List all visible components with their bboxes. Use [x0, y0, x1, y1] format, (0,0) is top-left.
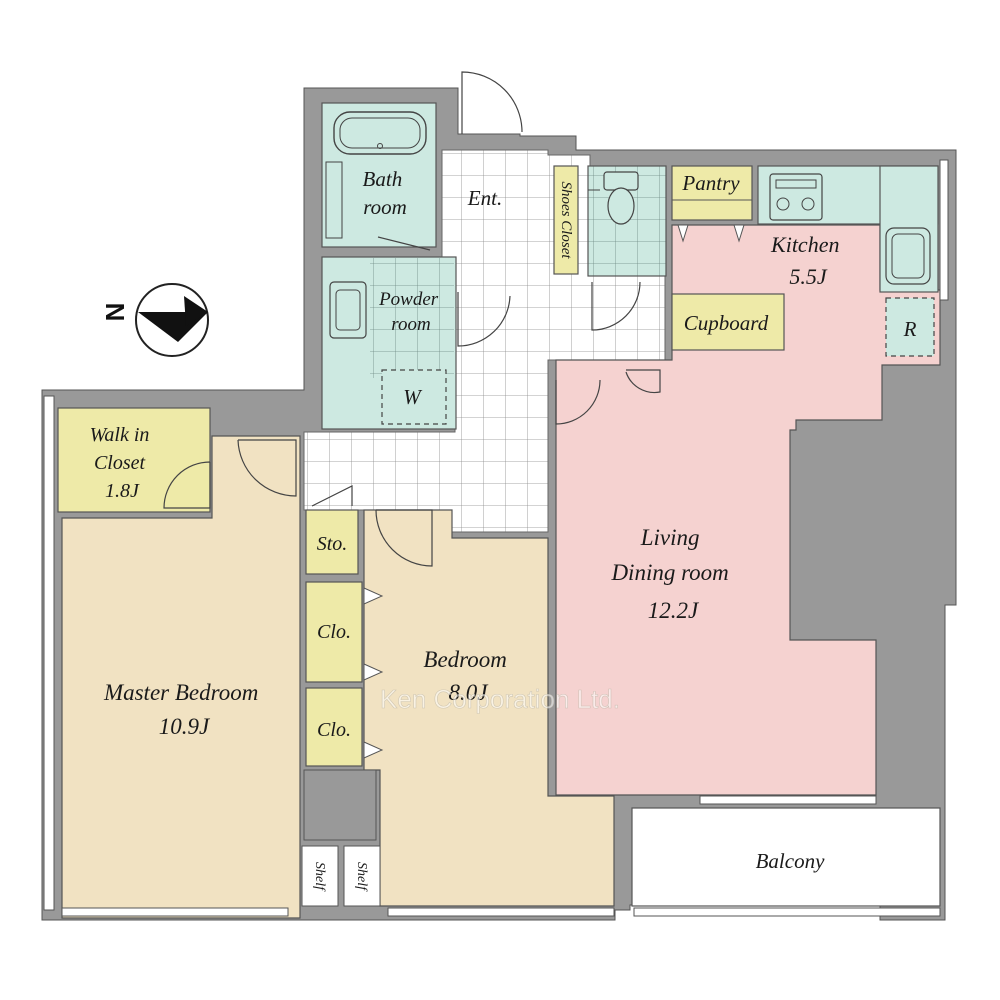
- wic-size: 1.8J: [105, 480, 140, 502]
- kitchen-label: Kitchen: [770, 232, 839, 257]
- living-dining-kitchen: R Kitchen 5.5J Living Dining room 12.2J: [555, 165, 941, 796]
- svg-text:Walk in Closet 1.8: Walk in Closet 1.8J: [90, 424, 155, 502]
- windows: [43, 159, 949, 917]
- bathtub-icon: [333, 111, 427, 155]
- closet-2: [305, 687, 363, 767]
- entrance-label: Ent.: [467, 186, 502, 210]
- shelf-1: [301, 845, 339, 907]
- bath-label-line2: room: [363, 195, 407, 219]
- wic-label-line2: Closet: [94, 452, 146, 474]
- closet-2-label: Clo.: [317, 719, 351, 741]
- master-bedroom: Master Bedroom 10.9J: [61, 435, 301, 919]
- doors: [163, 71, 661, 567]
- kitchen-size: 5.5J: [789, 264, 828, 289]
- shoes-closet: Shoes Closet: [553, 165, 579, 275]
- balcony: Balcony: [631, 807, 941, 907]
- entrance-door: [461, 71, 523, 134]
- storage-label: Sto.: [317, 533, 348, 555]
- living-label-line1: Living: [640, 525, 700, 550]
- closet-1: [305, 581, 363, 683]
- shoes-closet-label: Shoes Closet: [558, 181, 574, 259]
- washing-machine-space: [381, 369, 447, 425]
- living-size: 12.2J: [648, 598, 700, 623]
- pantry-label: Pantry: [681, 171, 740, 195]
- master-bedroom-size: 10.9J: [159, 714, 211, 739]
- svg-text:Powder room: Powder room: [378, 289, 443, 335]
- toilet-icon: [603, 171, 639, 191]
- refrigerator-label: R: [903, 317, 917, 341]
- powder-room: Powder room W: [321, 256, 457, 430]
- cupboard-label: Cupboard: [684, 311, 769, 335]
- watermark: Ken Corporation Ltd.: [380, 684, 620, 714]
- compass-letter: N: [100, 303, 130, 322]
- balcony-label: Balcony: [756, 849, 825, 873]
- closet-1-label: Clo.: [317, 621, 351, 643]
- washbasin-icon: [329, 281, 367, 339]
- master-bedroom-label: Master Bedroom: [103, 680, 258, 705]
- walk-in-closet: Walk in Closet 1.8J: [57, 407, 211, 513]
- compass-north-arrow-icon: N: [100, 283, 209, 357]
- svg-text:Kitchen 5.5J: Kitchen 5.5J: [770, 232, 845, 289]
- svg-text:Master Bedroom 10.9J: Master Bedroom 10.9J: [103, 680, 264, 739]
- svg-text:Bedroom 8.0J: Bedroom 8.0J: [423, 647, 512, 705]
- pantry: Pantry: [671, 165, 753, 243]
- stove-icon: [769, 173, 823, 221]
- bedroom-label: Bedroom: [423, 647, 506, 672]
- storage-closet: [305, 509, 359, 575]
- powder-label-line1: Powder: [378, 289, 439, 310]
- bath-label-line1: Bath: [363, 167, 403, 191]
- washer-label: W: [403, 385, 423, 409]
- svg-text:Bath room: Bath room: [363, 167, 408, 219]
- living-label-line2: Dining room: [610, 560, 728, 585]
- shelf-1-label: Shelf: [312, 862, 327, 892]
- bedroom-size: 8.0J: [449, 680, 490, 705]
- shelf-2-label: Shelf: [354, 862, 369, 892]
- refrigerator-space: [885, 297, 935, 357]
- svg-text:Living Dining room: Living Dining room 12.2J: [610, 525, 734, 623]
- bath-room: Bath room: [321, 102, 437, 248]
- shelf-2: [343, 845, 381, 907]
- wic-label-line1: Walk in: [90, 424, 150, 446]
- toilet-room: [587, 165, 667, 277]
- powder-label-line2: room: [391, 314, 430, 335]
- storage-column: Sto. Clo. Clo. Shelf Shelf: [301, 509, 384, 907]
- sink-icon: [885, 227, 931, 285]
- cupboard: Cupboard: [671, 293, 785, 351]
- bedroom: Bedroom 8.0J: [363, 509, 615, 907]
